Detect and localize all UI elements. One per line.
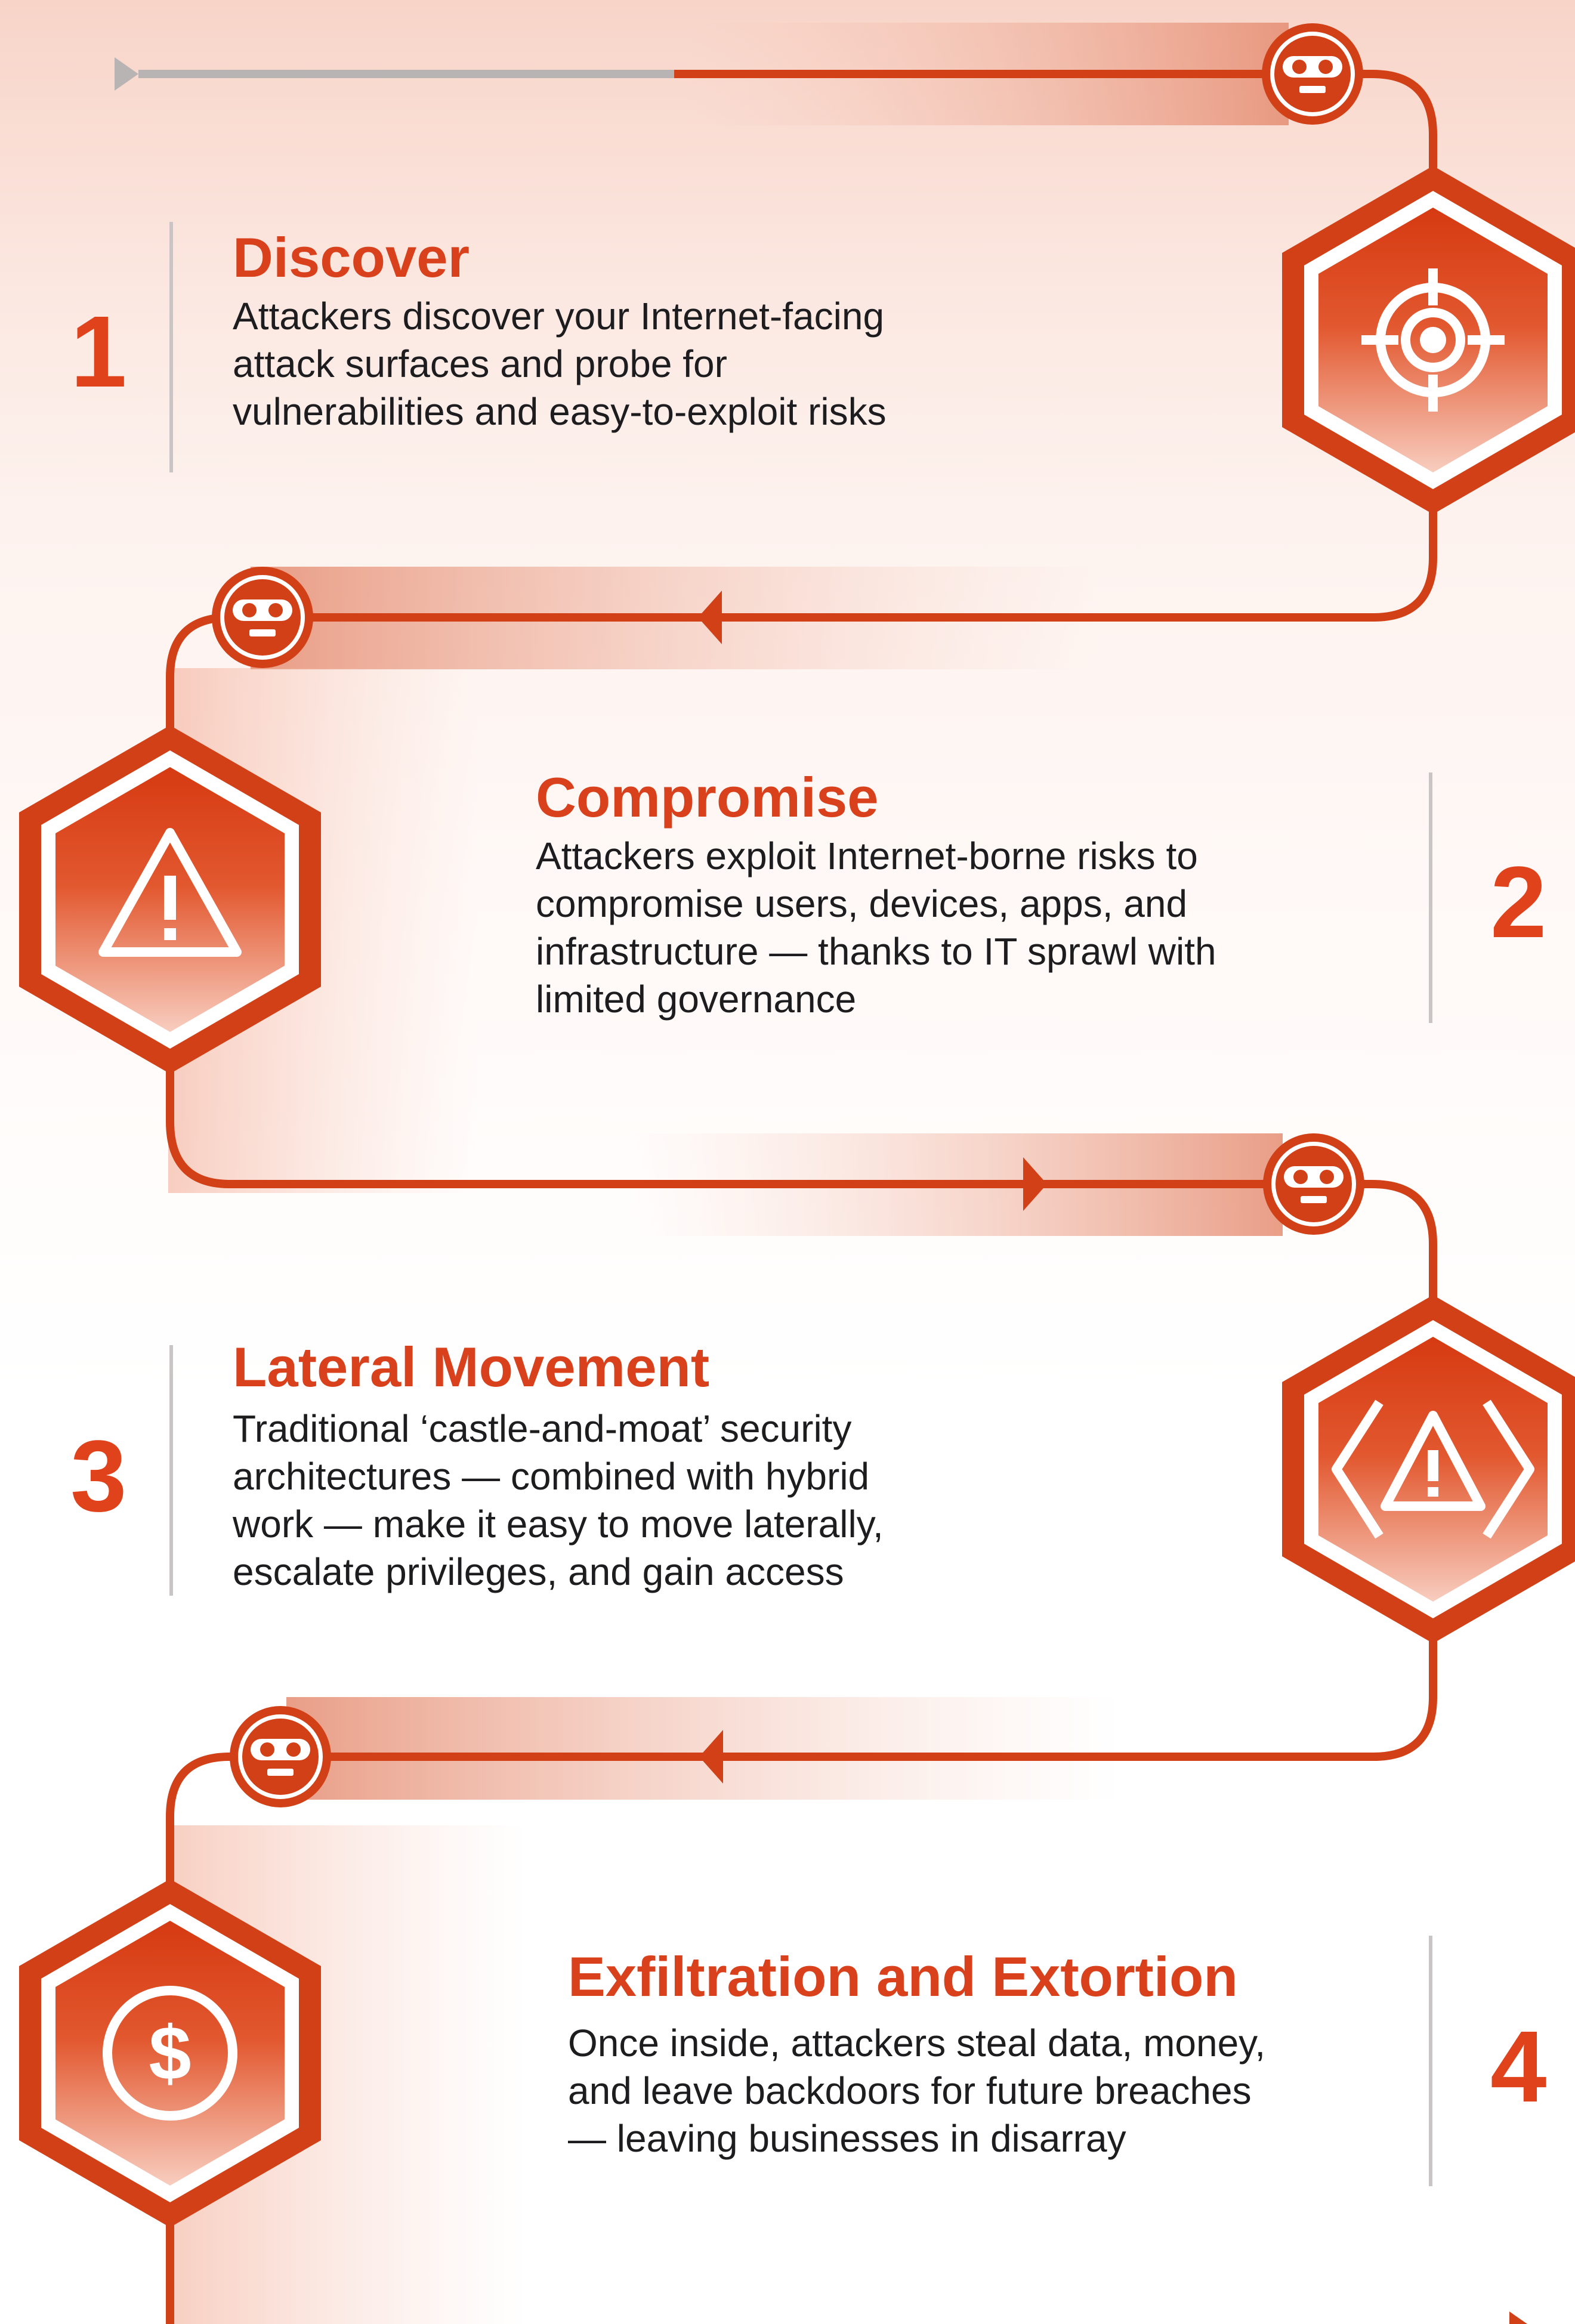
description-line: architectures — combined with hybrid (233, 1455, 870, 1498)
step-4-hexagon: $ (19, 1879, 321, 2227)
step-description: Traditional ‘castle-and-moat’ security a… (233, 1405, 884, 1596)
attacker-icon-eye (1320, 1170, 1334, 1184)
step-3-hexagon (1282, 1295, 1575, 1643)
path-glow-4 (286, 1697, 1122, 1800)
path-start-arrow (115, 57, 138, 91)
target-icon (1361, 268, 1505, 412)
step-title: Exfiltration and Extortion (568, 1945, 1238, 2008)
dollar-icon: $ (103, 1986, 237, 2121)
description-line: infrastructure — thanks to IT sprawl wit… (536, 930, 1216, 973)
attacker-icon (1263, 1133, 1364, 1235)
attacker-icon-eye (268, 603, 283, 617)
step-description: Attackers discover your Internet-facing … (233, 292, 887, 435)
attacker-icon-mouth (1301, 1196, 1327, 1203)
description-line: vulnerabilities and easy-to-exploit risk… (233, 390, 887, 433)
attacker-icon-mask (1284, 1166, 1344, 1188)
direction-arrow-left (699, 1730, 723, 1784)
step-description: Attackers exploit Internet-borne risks t… (536, 832, 1216, 1023)
attacker-icon-mouth (249, 629, 276, 636)
attacker-icon-eye (1293, 1170, 1308, 1184)
description-line: attack surfaces and probe for (233, 342, 727, 385)
direction-arrow-left (698, 591, 722, 644)
code-warning-mark (1428, 1450, 1438, 1481)
step-number: 1 (70, 295, 127, 409)
step-2-hexagon (19, 725, 321, 1074)
attacker-icon (230, 1706, 331, 1807)
description-line: Traditional ‘castle-and-moat’ security (233, 1407, 852, 1450)
direction-arrow-right (1023, 1157, 1047, 1211)
target-center (1420, 327, 1446, 353)
attacker-icon-mouth (1299, 86, 1326, 93)
step-title: Discover (233, 226, 470, 289)
step-number: 2 (1490, 846, 1547, 959)
attacker-icon-mask (1283, 56, 1342, 78)
description-line: and leave backdoors for future breaches (568, 2069, 1252, 2112)
code-warning-dot (1428, 1487, 1438, 1497)
description-line: — leaving businesses in disarray (568, 2117, 1126, 2160)
step-divider (1429, 1936, 1432, 2186)
step-number: 4 (1490, 2010, 1547, 2124)
description-line: limited governance (536, 978, 857, 1021)
attacker-icon-mouth (267, 1769, 294, 1776)
attacker-icon (212, 567, 313, 668)
step-description: Once inside, attackers steal data, money… (568, 2019, 1265, 2162)
warning-icon (98, 828, 242, 957)
attacker-icon-eye (1318, 60, 1333, 74)
attacker-icon-eye (1292, 60, 1307, 74)
description-line: work — make it easy to move laterally, (233, 1503, 884, 1546)
attacker-icon (1262, 23, 1363, 125)
attacker-icon-eye (242, 603, 257, 617)
step-title: Lateral Movement (233, 1336, 710, 1398)
attacker-icon-eye (286, 1742, 301, 1757)
description-line: Once inside, attackers steal data, money… (568, 2022, 1266, 2065)
step-title: Compromise (536, 766, 879, 829)
attack-path-line (166, 70, 1437, 2324)
description-line: Attackers discover your Internet-facing (233, 295, 885, 338)
attacker-icon-mask (233, 599, 292, 621)
description-line: Attackers exploit Internet-borne risks t… (536, 835, 1198, 877)
attacker-icon-eye (260, 1742, 274, 1757)
description-line: escalate privileges, and gain access (233, 1550, 844, 1593)
step-divider (1429, 772, 1432, 1023)
step-divider (169, 222, 173, 472)
step-1-hexagon (1282, 166, 1575, 514)
dollar-symbol: $ (149, 2011, 191, 2096)
description-line: compromise users, devices, apps, and (536, 882, 1188, 925)
attacker-icon-mask (251, 1739, 310, 1760)
step-number: 3 (70, 1420, 127, 1533)
code-warning-icon (1332, 1399, 1534, 1539)
step-divider (169, 1345, 173, 1596)
direction-arrow-right (1509, 2311, 1527, 2324)
